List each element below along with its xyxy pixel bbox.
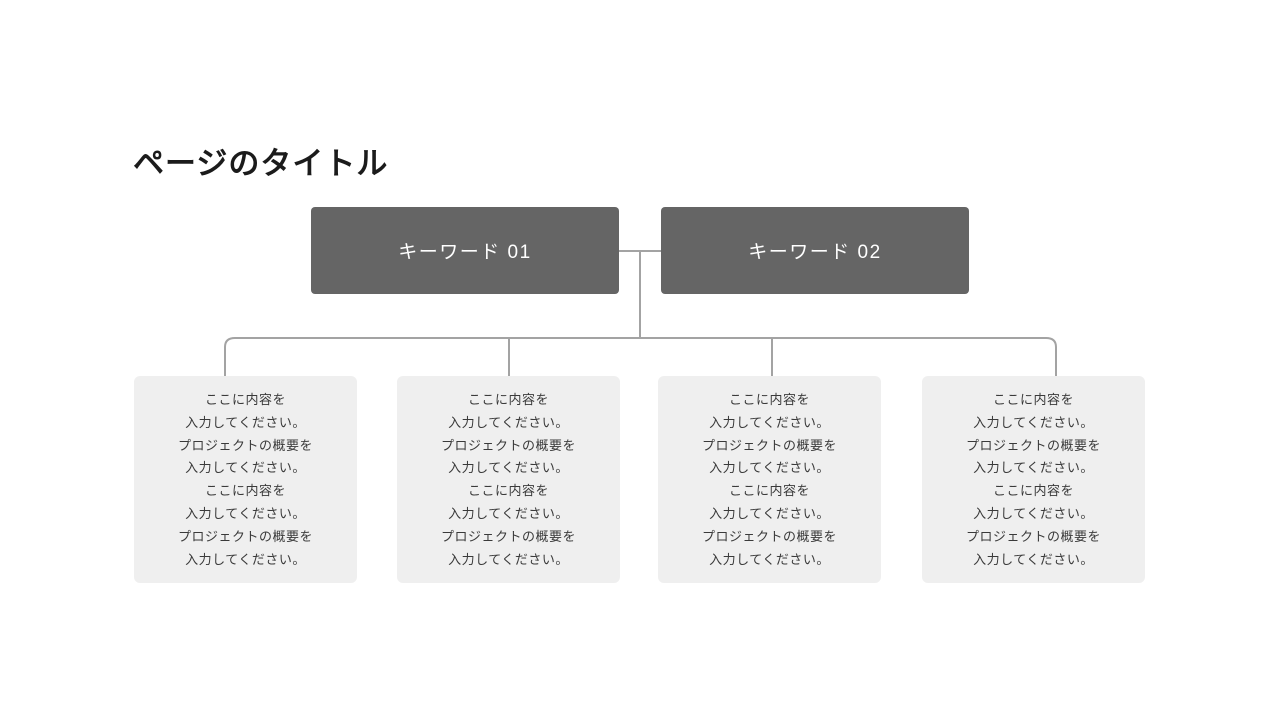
keyword-box-1: キーワード 01 [311,207,619,294]
content-box-4-text: ここに内容を 入力してください。 プロジェクトの概要を 入力してください。 ここ… [965,392,1101,567]
content-box-2: ここに内容を 入力してください。 プロジェクトの概要を 入力してください。 ここ… [397,376,620,583]
content-box-3: ここに内容を 入力してください。 プロジェクトの概要を 入力してください。 ここ… [658,376,881,583]
keyword-2-label: キーワード 02 [748,242,882,263]
content-box-3-text: ここに内容を 入力してください。 プロジェクトの概要を 入力してください。 ここ… [701,392,837,567]
keyword-1-label: キーワード 01 [398,242,532,263]
content-box-4: ここに内容を 入力してください。 プロジェクトの概要を 入力してください。 ここ… [922,376,1145,583]
content-box-1: ここに内容を 入力してください。 プロジェクトの概要を 入力してください。 ここ… [134,376,357,583]
content-box-1-text: ここに内容を 入力してください。 プロジェクトの概要を 入力してください。 ここ… [177,392,313,567]
bracket-line [224,337,1057,377]
keyword-box-2: キーワード 02 [661,207,969,294]
page-title: ページのタイトル [133,146,389,181]
content-box-2-text: ここに内容を 入力してください。 プロジェクトの概要を 入力してください。 ここ… [440,392,576,567]
